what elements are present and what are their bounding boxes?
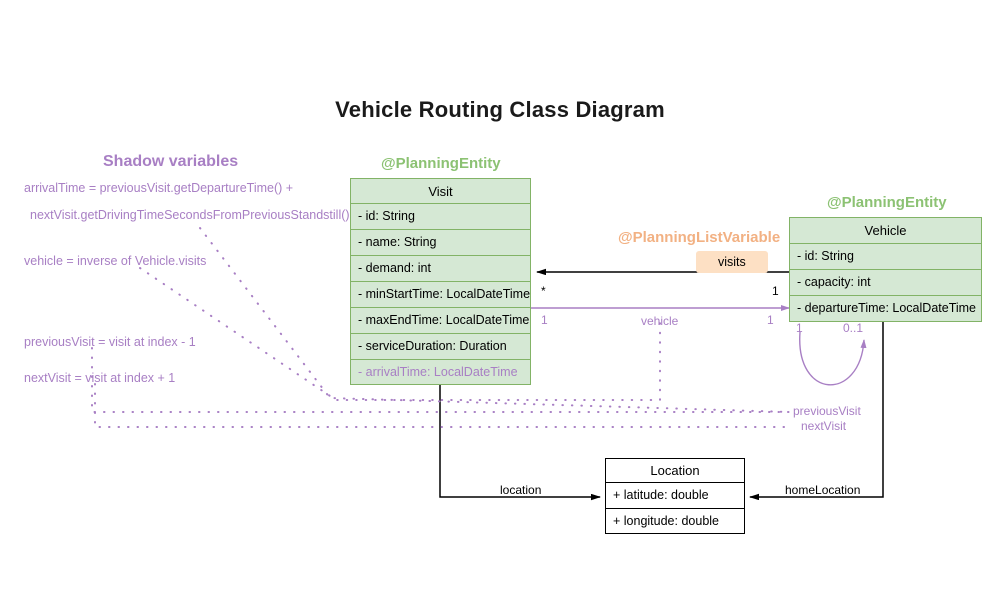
shadow-note-vehicle: vehicle = inverse of Vehicle.visits: [24, 254, 207, 268]
shadow-note-arrivaltime-line2: nextVisit.getDrivingTimeSecondsFromPrevi…: [30, 208, 350, 222]
stereotype-planning-list-variable: @PlanningListVariable: [618, 229, 781, 246]
multiplicity-vehicle-target: 1: [767, 313, 774, 327]
class-box-visit: Visit - id: String - name: String - dema…: [350, 178, 531, 385]
class-attribute-visit-maxendtime: - maxEndTime: LocalDateTime: [350, 307, 531, 333]
edge-visit-chain-loop: [799, 331, 867, 386]
edge-label-location: location: [500, 483, 542, 497]
multiplicity-visits-source: 1: [772, 284, 779, 298]
page-title: Vehicle Routing Class Diagram: [335, 97, 665, 122]
edge-label-visits: visits: [696, 251, 768, 273]
class-attribute-location-longitude: + longitude: double: [605, 508, 745, 534]
class-box-vehicle: Vehicle - id: String - capacity: int - d…: [789, 217, 982, 322]
multiplicity-visit-chain-left: 1: [796, 321, 803, 335]
edge-label-homelocation: homeLocation: [785, 483, 861, 497]
class-attribute-visit-id: - id: String: [350, 203, 531, 229]
class-attribute-vehicle-capacity: - capacity: int: [789, 269, 982, 295]
class-attribute-vehicle-departuretime: - departureTime: LocalDateTime: [789, 295, 982, 322]
shadow-note-nextvisit: nextVisit = visit at index + 1: [24, 371, 176, 385]
stereotype-planning-entity-vehicle: @PlanningEntity: [827, 194, 947, 211]
class-attribute-vehicle-id: - id: String: [789, 243, 982, 269]
multiplicity-visits-target: *: [541, 284, 546, 298]
class-attribute-visit-demand: - demand: int: [350, 255, 531, 281]
class-name-visit: Visit: [350, 178, 531, 203]
class-attribute-location-latitude: + latitude: double: [605, 482, 745, 508]
edge-label-nextvisit: nextVisit: [801, 419, 847, 433]
leader-nextvisit: [94, 383, 791, 428]
multiplicity-visit-chain-right: 0..1: [843, 321, 864, 335]
edge-label-vehicle: vehicle: [641, 314, 679, 328]
shadow-note-arrivaltime-line1: arrivalTime = previousVisit.getDeparture…: [24, 181, 294, 195]
class-box-location: Location + latitude: double + longitude:…: [605, 458, 745, 534]
edge-location: [439, 382, 601, 501]
class-attribute-visit-name: - name: String: [350, 229, 531, 255]
class-attribute-visit-arrivaltime: - arrivalTime: LocalDateTime: [350, 359, 531, 385]
edge-label-previousvisit: previousVisit: [793, 404, 861, 418]
class-attribute-visit-serviceduration: - serviceDuration: Duration: [350, 333, 531, 359]
class-attribute-visit-minstarttime: - minStartTime: LocalDateTime: [350, 281, 531, 307]
class-name-vehicle: Vehicle: [789, 217, 982, 243]
shadow-note-previousvisit: previousVisit = visit at index - 1: [24, 335, 196, 349]
shadow-variables-heading: Shadow variables: [103, 153, 239, 170]
multiplicity-vehicle-source: 1: [541, 313, 548, 327]
class-name-location: Location: [605, 458, 745, 482]
stereotype-planning-entity-visit: @PlanningEntity: [381, 155, 501, 172]
